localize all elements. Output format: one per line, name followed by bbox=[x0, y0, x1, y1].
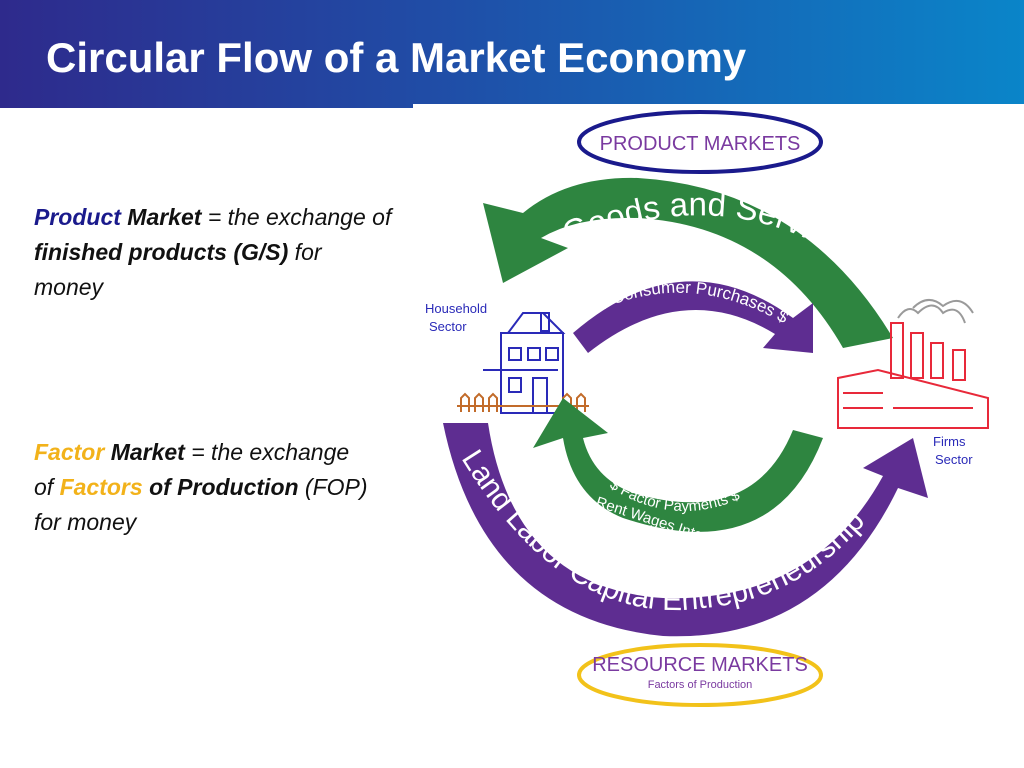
circular-flow-diagram: PRODUCT MARKETS Goods and Services $ Con… bbox=[413, 108, 989, 707]
product-word: Product bbox=[34, 204, 121, 230]
def-text: = the exchange of bbox=[201, 204, 392, 230]
factory-icon bbox=[837, 299, 989, 429]
market-word: Market bbox=[110, 439, 185, 465]
product-markets-label: PRODUCT MARKETS bbox=[600, 133, 801, 155]
factor-payments-arrow bbox=[533, 398, 823, 532]
factors-word: Factors bbox=[59, 474, 143, 500]
consumer-purchases-arrow bbox=[573, 281, 813, 353]
house-icon bbox=[483, 312, 566, 414]
household-sector-label-2: Sector bbox=[429, 319, 467, 334]
page-title: Circular Flow of a Market Economy bbox=[46, 34, 747, 81]
goods-services-arrow bbox=[483, 177, 893, 348]
factors-of-production-label: Factors of Production bbox=[648, 679, 753, 691]
def-text: = the exchange of bbox=[34, 439, 350, 500]
header-notch bbox=[413, 104, 1024, 110]
finished-products-phrase: finished products bbox=[34, 239, 227, 265]
def-text-end: for money bbox=[34, 239, 322, 300]
firms-sector-label-1: Firms bbox=[933, 434, 966, 449]
fop-arrow bbox=[443, 423, 928, 637]
factor-market-definition: Factor Market = the exchange of Factors … bbox=[34, 435, 374, 540]
household-sector-label-1: Household bbox=[425, 301, 487, 316]
resource-markets-oval bbox=[577, 643, 823, 707]
market-word: Market bbox=[127, 204, 202, 230]
resource-markets-label: RESOURCE MARKETS bbox=[592, 654, 808, 676]
of-production-phrase: of Production bbox=[149, 474, 299, 500]
title-bar: Circular Flow of a Market Economy bbox=[0, 0, 1024, 108]
firms-sector-label-2: Sector bbox=[935, 452, 973, 467]
gs-abbrev: (G/S) bbox=[233, 239, 289, 265]
def-text-end: (FOP) for money bbox=[34, 474, 368, 535]
product-markets-oval bbox=[577, 110, 823, 174]
factor-word: Factor bbox=[34, 439, 105, 465]
product-market-definition: Product Market = the exchange of finishe… bbox=[34, 200, 394, 305]
